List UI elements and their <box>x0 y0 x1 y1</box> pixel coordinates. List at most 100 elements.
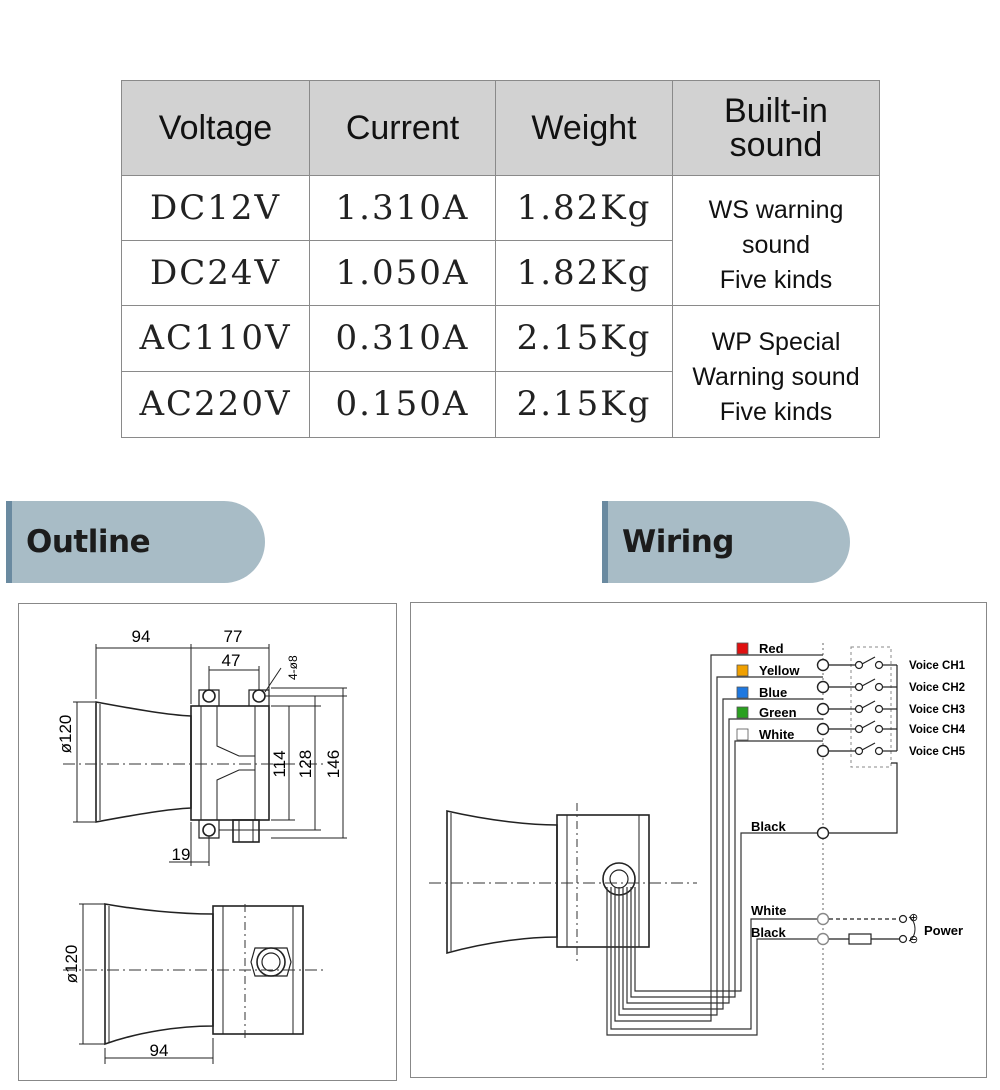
wire-color-swatch <box>736 664 749 677</box>
common-wire-label: Black <box>751 819 786 834</box>
switch-contact <box>874 704 884 714</box>
dim-128: 128 <box>296 750 315 778</box>
wire-color-label: Blue <box>759 685 787 700</box>
dim-47: 47 <box>222 651 241 670</box>
voice-channel-label: Voice CH4 <box>909 724 966 736</box>
sound-line: Five kinds <box>719 397 833 426</box>
wire-color-label: Green <box>759 705 797 720</box>
outline-drawing-tab: Outline drawing <box>6 501 265 642</box>
weight-cell: 2.15Kg <box>495 370 673 439</box>
body-outline <box>190 705 270 821</box>
switch-contact <box>854 682 864 692</box>
terminal <box>816 744 830 758</box>
switch-lever <box>861 678 876 687</box>
minus-icon: ⊖ <box>909 934 918 946</box>
dim-94-top: 94 <box>132 627 151 646</box>
header-current: Current <box>309 80 496 176</box>
fuse <box>848 933 872 945</box>
current-cell: 0.150A <box>309 370 496 439</box>
wire-color-swatch <box>736 728 749 741</box>
horn-outline <box>95 701 192 823</box>
weight-cell: 1.82Kg <box>495 239 673 306</box>
wire-color-swatch <box>736 642 749 655</box>
terminal <box>816 680 830 694</box>
outline-drawing: 94 77 47 4-ø8 ø120 114 128 146 19 <box>56 627 347 1064</box>
wire-color-label: Red <box>759 641 784 656</box>
current-cell: 1.310A <box>309 175 496 241</box>
switch-contact <box>874 746 884 756</box>
wire-color-label: Yellow <box>759 663 800 678</box>
wire-color-swatch <box>736 686 749 699</box>
header-voltage: Voltage <box>121 80 310 176</box>
voice-channel-label: Voice CH2 <box>909 682 965 694</box>
switch-lever <box>861 720 876 729</box>
header-weight: Weight <box>495 80 673 176</box>
switch-contact <box>854 660 864 670</box>
sound-line: sound <box>741 230 811 259</box>
sound-group-ws: WS warning sound Five kinds <box>672 175 880 306</box>
voltage-cell: DC12V <box>121 175 310 241</box>
switch-contact <box>854 724 864 734</box>
wire-color-swatch <box>736 706 749 719</box>
dim-19: 19 <box>172 845 191 864</box>
power-label: Power <box>924 923 963 938</box>
weight-cell: 1.82Kg <box>495 175 673 241</box>
sound-line: Five kinds <box>719 265 833 294</box>
plus-icon: ⊕ <box>909 912 918 924</box>
dim-114: 114 <box>270 750 289 777</box>
header-built-in-sound-text: Built-in sound <box>724 92 828 164</box>
switch-contact <box>874 724 884 734</box>
voice-channel-label: Voice CH3 <box>909 704 965 716</box>
dim-94-bottom: 94 <box>150 1041 169 1060</box>
terminal <box>816 826 830 840</box>
mount-hole <box>202 689 216 703</box>
voltage-cell: DC24V <box>121 239 310 306</box>
terminal <box>816 658 830 672</box>
current-cell: 0.310A <box>309 304 496 372</box>
table-row: AC110V 0.310A 2.15Kg WP Special Warning … <box>121 304 880 439</box>
voltage-cell: AC220V <box>121 370 310 439</box>
sound-line: WS warning <box>708 195 844 224</box>
weight-cell: 2.15Kg <box>495 304 673 372</box>
terminal <box>816 722 830 736</box>
header-built-in-sound: Built-in sound <box>672 80 880 176</box>
table-row: AC220V 0.150A 2.15Kg <box>121 370 880 439</box>
switch-lever <box>861 742 876 751</box>
dim-120-bottom: ø120 <box>62 945 81 984</box>
power-black-label: Black <box>751 925 786 940</box>
cable-gland <box>256 947 286 977</box>
voltage-cell: AC110V <box>121 304 310 372</box>
switch-contact <box>854 704 864 714</box>
dim-146: 146 <box>324 750 343 778</box>
sound-line: WP Special <box>711 327 841 356</box>
mount-hole <box>202 823 216 837</box>
wire-color-label: White <box>759 727 794 742</box>
wiring-diagram-tab: Wiring diagram <box>602 501 850 642</box>
terminal <box>816 702 830 716</box>
spec-table: Voltage Current Weight Built-in sound DC… <box>121 80 880 439</box>
table-row: DC12V 1.310A 1.82Kg WS warning sound Fiv… <box>121 175 880 306</box>
switch-lever <box>861 656 876 665</box>
table-row: DC24V 1.050A 1.82Kg <box>121 239 880 306</box>
mount-hole <box>252 689 266 703</box>
voice-channel-label: Voice CH5 <box>909 746 966 758</box>
terminal <box>816 932 830 946</box>
terminal <box>816 912 830 926</box>
horn-outline <box>446 809 558 955</box>
cable-bundle <box>606 654 823 1036</box>
current-cell: 1.050A <box>309 239 496 306</box>
horn-side-outline <box>104 903 214 1046</box>
switch-lever <box>861 700 876 709</box>
dim-holes: 4-ø8 <box>286 655 300 680</box>
voice-channel-label: Voice CH1 <box>909 660 966 672</box>
sound-line: Warning sound <box>692 362 860 391</box>
outline-drawing-frame: 94 77 47 4-ø8 ø120 114 128 146 19 <box>18 603 397 1081</box>
power-white-label: White <box>751 903 786 918</box>
body-outline <box>556 814 650 948</box>
switch-contact <box>854 746 864 756</box>
switch-contact <box>874 660 884 670</box>
sound-group-wp: WP Special Warning sound Five kinds <box>672 304 880 439</box>
